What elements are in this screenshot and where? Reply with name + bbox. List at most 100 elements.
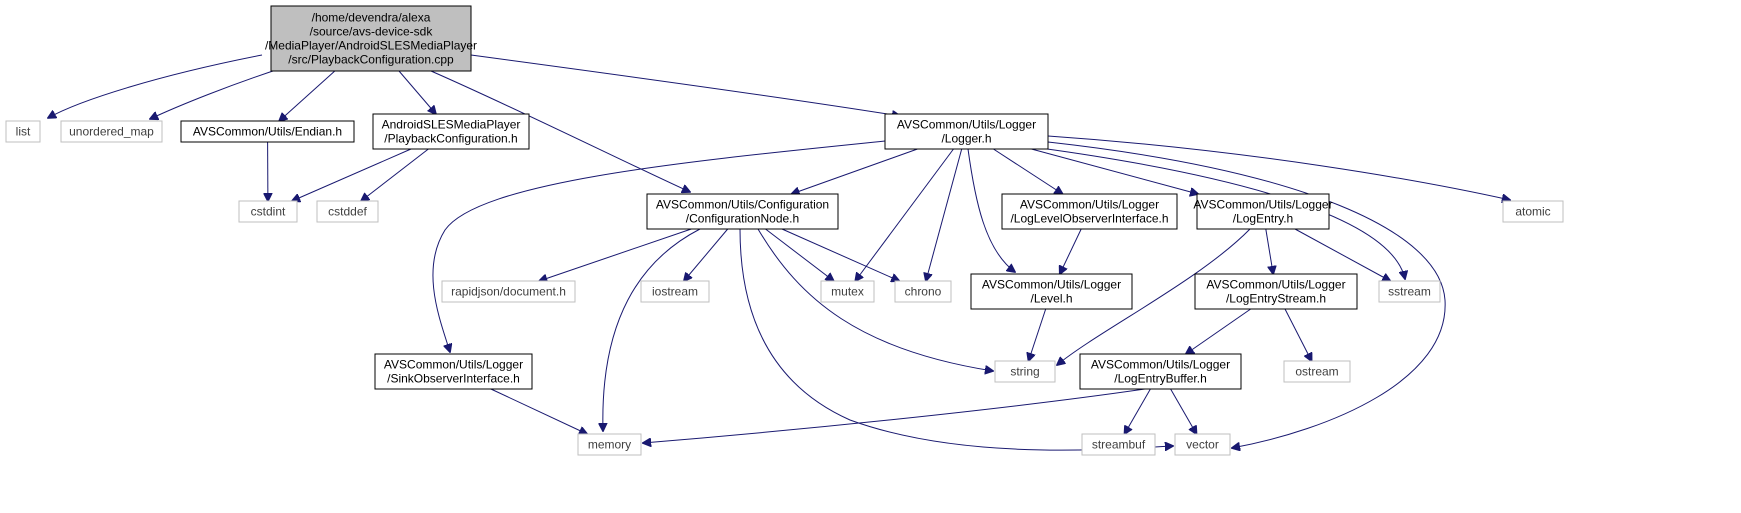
edge-main-to-logger — [470, 54, 900, 116]
edge-line — [643, 388, 1146, 443]
edge-line — [1186, 308, 1251, 354]
node-label-line: /Logger.h — [941, 132, 991, 146]
node-box — [180, 120, 355, 143]
edge-line — [1029, 308, 1047, 361]
node-label-line: mutex — [831, 285, 864, 299]
node-label-line: streambuf — [1092, 438, 1146, 452]
node-logentry[interactable]: AVSCommon/Utils/Logger/LogEntry.h — [1193, 193, 1333, 230]
edge-line — [684, 228, 729, 281]
node-vector: vector — [1174, 433, 1231, 456]
edge-logentrybuffer-to-vector — [1170, 388, 1197, 434]
edge-logger-to-chrono — [926, 148, 963, 281]
node-label-line: AndroidSLESMediaPlayer — [382, 118, 521, 132]
node-label-line: AVSCommon/Utils/Endian.h — [193, 125, 342, 139]
edge-config_node-to-string — [757, 228, 993, 371]
edge-logentry-to-string — [1057, 228, 1251, 365]
node-label-line: /source/avs-device-sdk — [310, 25, 434, 39]
node-level[interactable]: AVSCommon/Utils/Logger/Level.h — [970, 273, 1133, 310]
node-label-line: sstream — [1388, 285, 1431, 299]
node-label-line: /LogEntryBuffer.h — [1114, 372, 1207, 386]
node-box — [1081, 433, 1156, 456]
node-label-line: ostream — [1295, 365, 1338, 379]
node-endian[interactable]: AVSCommon/Utils/Endian.h — [180, 120, 355, 143]
node-label-line: AVSCommon/Utils/Logger — [1193, 198, 1332, 212]
edge-config_node-to-rapidjson — [539, 228, 692, 281]
node-playback_h[interactable]: AndroidSLESMediaPlayer/PlaybackConfigura… — [372, 113, 530, 150]
node-main[interactable]: /home/devendra/alexa/source/avs-device-s… — [265, 5, 477, 72]
node-label-line: /LogLevelObserverInterface.h — [1010, 212, 1168, 226]
edge-logger-to-mutex — [855, 148, 954, 281]
node-label-line: /ConfigurationNode.h — [686, 212, 799, 226]
edge-logentrybuffer-to-memory — [643, 388, 1146, 443]
node-box — [238, 200, 298, 223]
node-label-line: AVSCommon/Utils/Configuration — [656, 198, 829, 212]
edge-logentrystream-to-ostream — [1284, 308, 1312, 361]
node-label-line: string — [1010, 365, 1039, 379]
edge-logger-to-config_node — [792, 148, 918, 194]
edge-line — [757, 228, 993, 371]
edge-logger-to-sinkobs — [432, 139, 896, 352]
node-label-line: /PlaybackConfiguration.h — [384, 132, 517, 146]
edge-logger-to-vector — [1047, 141, 1446, 448]
node-cstdint: cstdint — [238, 200, 298, 223]
edge-loglevelobs-to-level — [1060, 228, 1082, 274]
edge-logentry-to-logentrystream — [1265, 228, 1273, 274]
node-label-line: /LogEntryStream.h — [1226, 292, 1326, 306]
node-box — [60, 120, 163, 143]
node-logentrystream[interactable]: AVSCommon/Utils/Logger/LogEntryStream.h — [1194, 273, 1358, 310]
node-label-line: /SinkObserverInterface.h — [387, 372, 520, 386]
node-box — [1378, 280, 1441, 303]
edge-line — [539, 228, 692, 281]
node-config_node[interactable]: AVSCommon/Utils/Configuration/Configurat… — [646, 193, 839, 230]
node-label-line: memory — [588, 438, 631, 452]
edge-main-to-unordered_map — [150, 67, 283, 119]
node-label-line: /Level.h — [1030, 292, 1072, 306]
edge-main-to-endian — [279, 70, 336, 121]
edge-line — [993, 148, 1062, 194]
edge-line — [926, 148, 963, 281]
node-box — [640, 280, 710, 303]
node-label-line: AVSCommon/Utils/Logger — [1206, 278, 1345, 292]
node-loglevelobs[interactable]: AVSCommon/Utils/Logger/LogLevelObserverI… — [1001, 193, 1178, 230]
edge-level-to-string — [1029, 308, 1047, 361]
edge-line — [1294, 228, 1390, 281]
node-sinkobs[interactable]: AVSCommon/Utils/Logger/SinkObserverInter… — [374, 353, 533, 390]
node-memory: memory — [577, 433, 642, 456]
node-atomic: atomic — [1502, 200, 1564, 223]
edge-line — [855, 148, 954, 281]
edge-config_node-to-memory — [603, 228, 701, 431]
edge-logentrystream-to-logentrybuffer — [1186, 308, 1251, 354]
edge-playback_h-to-cstddef — [361, 148, 429, 201]
edge-line — [150, 67, 283, 119]
node-label-line: AVSCommon/Utils/Logger — [982, 278, 1121, 292]
node-logger[interactable]: AVSCommon/Utils/Logger/Logger.h — [884, 113, 1049, 150]
edge-line — [1265, 228, 1273, 274]
edge-line — [398, 70, 436, 114]
node-label-line: AVSCommon/Utils/Logger — [897, 118, 1036, 132]
node-box — [646, 193, 839, 230]
edge-line — [739, 228, 1173, 450]
nodes-layer: /home/devendra/alexa/source/avs-device-s… — [5, 5, 1564, 456]
node-cstddef: cstddef — [316, 200, 379, 223]
edges-layer — [48, 54, 1510, 450]
node-box — [374, 353, 533, 390]
node-label-line: cstddef — [328, 205, 367, 219]
edge-logentry-to-sstream — [1294, 228, 1390, 281]
node-logentrybuffer[interactable]: AVSCommon/Utils/Logger/LogEntryBuffer.h — [1079, 353, 1242, 390]
node-box — [820, 280, 875, 303]
edge-logger-to-level — [967, 148, 1015, 272]
node-label-line: chrono — [905, 285, 942, 299]
node-box — [1283, 360, 1351, 383]
edge-logger-to-loglevelobs — [993, 148, 1062, 194]
edge-line — [1047, 141, 1446, 448]
node-ostream: ostream — [1283, 360, 1351, 383]
node-label-line: /home/devendra/alexa — [312, 11, 431, 25]
edge-main-to-list — [48, 54, 263, 118]
edge-line — [490, 388, 587, 434]
node-label-line: atomic — [1515, 205, 1550, 219]
edge-logger-to-logentry — [1031, 148, 1198, 194]
node-unordered_map: unordered_map — [60, 120, 163, 143]
edge-main-to-playback_h — [398, 70, 436, 114]
node-rapidjson: rapidjson/document.h — [441, 280, 576, 303]
edge-line — [292, 148, 412, 201]
